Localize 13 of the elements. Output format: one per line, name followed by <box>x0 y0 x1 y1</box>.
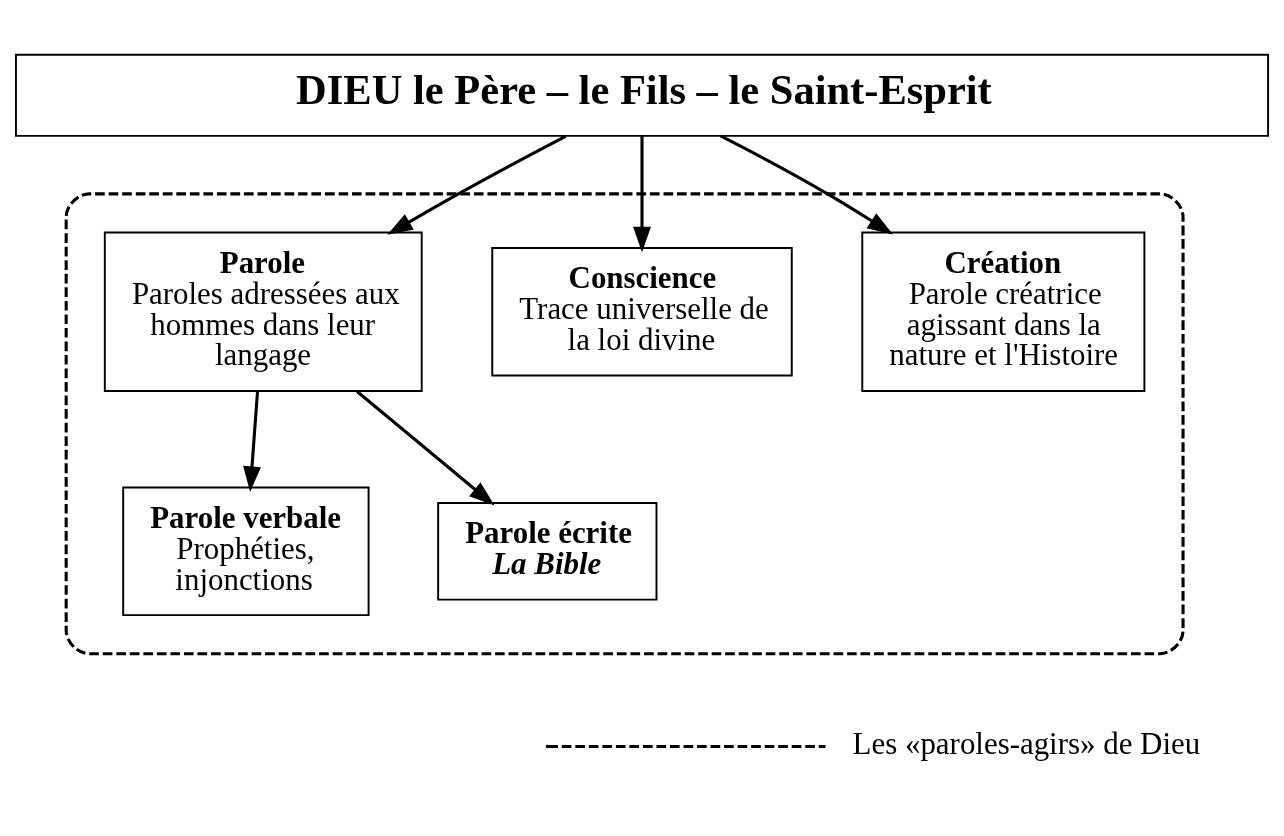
arrow <box>387 134 567 235</box>
node-box: Conscience Trace universelle de la loi divine <box>491 247 793 377</box>
node-box: Création Parole créatrice agissant dans la nature et l'Histoire <box>861 231 1146 392</box>
legend-label: Les «paroles-agirs» de Dieu <box>852 725 1201 761</box>
node-box: DIEU le Père – le Fils – le Saint-Esprit <box>14 53 1270 137</box>
arrow <box>633 136 651 253</box>
node-box: Parole Paroles adressées aux hommes dans leur langage <box>103 231 423 392</box>
arrow <box>243 391 261 492</box>
node-box: Parole écrite La Bible <box>437 502 658 601</box>
node-box: Parole verbale Prophéties, injonctions <box>122 486 370 617</box>
arrow <box>719 134 893 235</box>
arrow <box>356 390 495 506</box>
cluster <box>64 192 1185 656</box>
